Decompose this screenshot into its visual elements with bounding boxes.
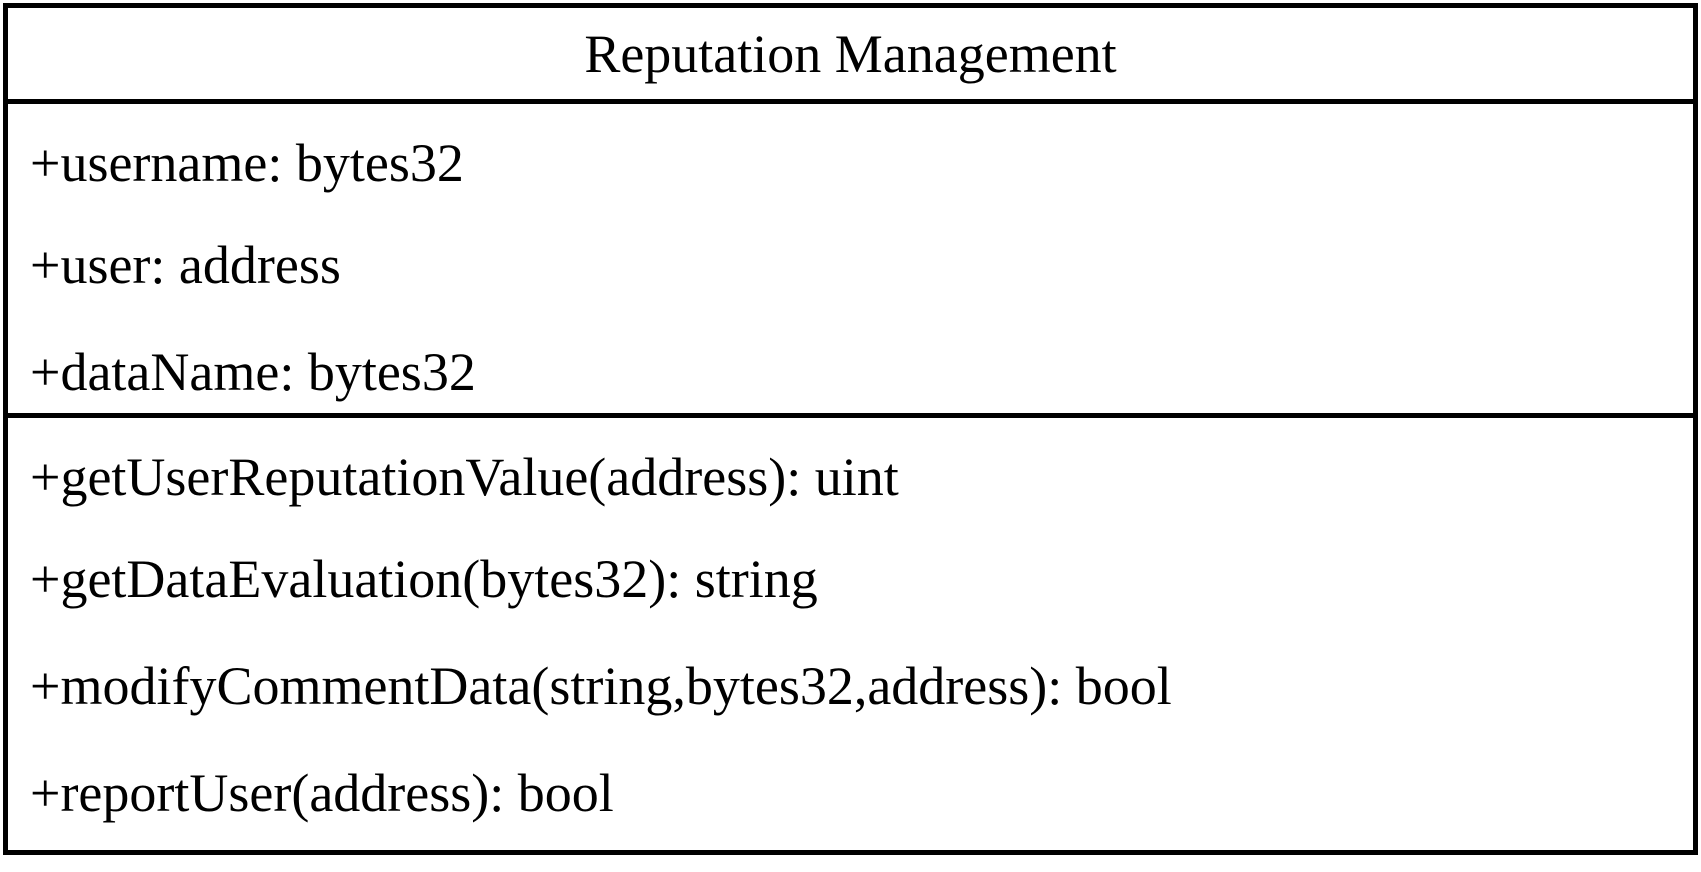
- attributes-compartment: +username: bytes32 +user: address +dataN…: [8, 104, 1693, 418]
- operation-get-user-reputation-value: +getUserReputationValue(address): uint: [30, 447, 899, 507]
- attribute-user: +user: address: [30, 235, 341, 295]
- operation-report-user: +reportUser(address): bool: [30, 763, 614, 823]
- operation-modify-comment-data: +modifyCommentData(string,bytes32,addres…: [30, 656, 1172, 716]
- class-name: Reputation Management: [8, 8, 1693, 104]
- attribute-username: +username: bytes32: [30, 133, 464, 193]
- uml-class-box: Reputation Management +username: bytes32…: [3, 3, 1698, 855]
- operation-get-data-evaluation: +getDataEvaluation(bytes32): string: [30, 549, 818, 609]
- operations-compartment: +getUserReputationValue(address): uint +…: [8, 418, 1693, 850]
- attribute-dataname: +dataName: bytes32: [30, 342, 476, 402]
